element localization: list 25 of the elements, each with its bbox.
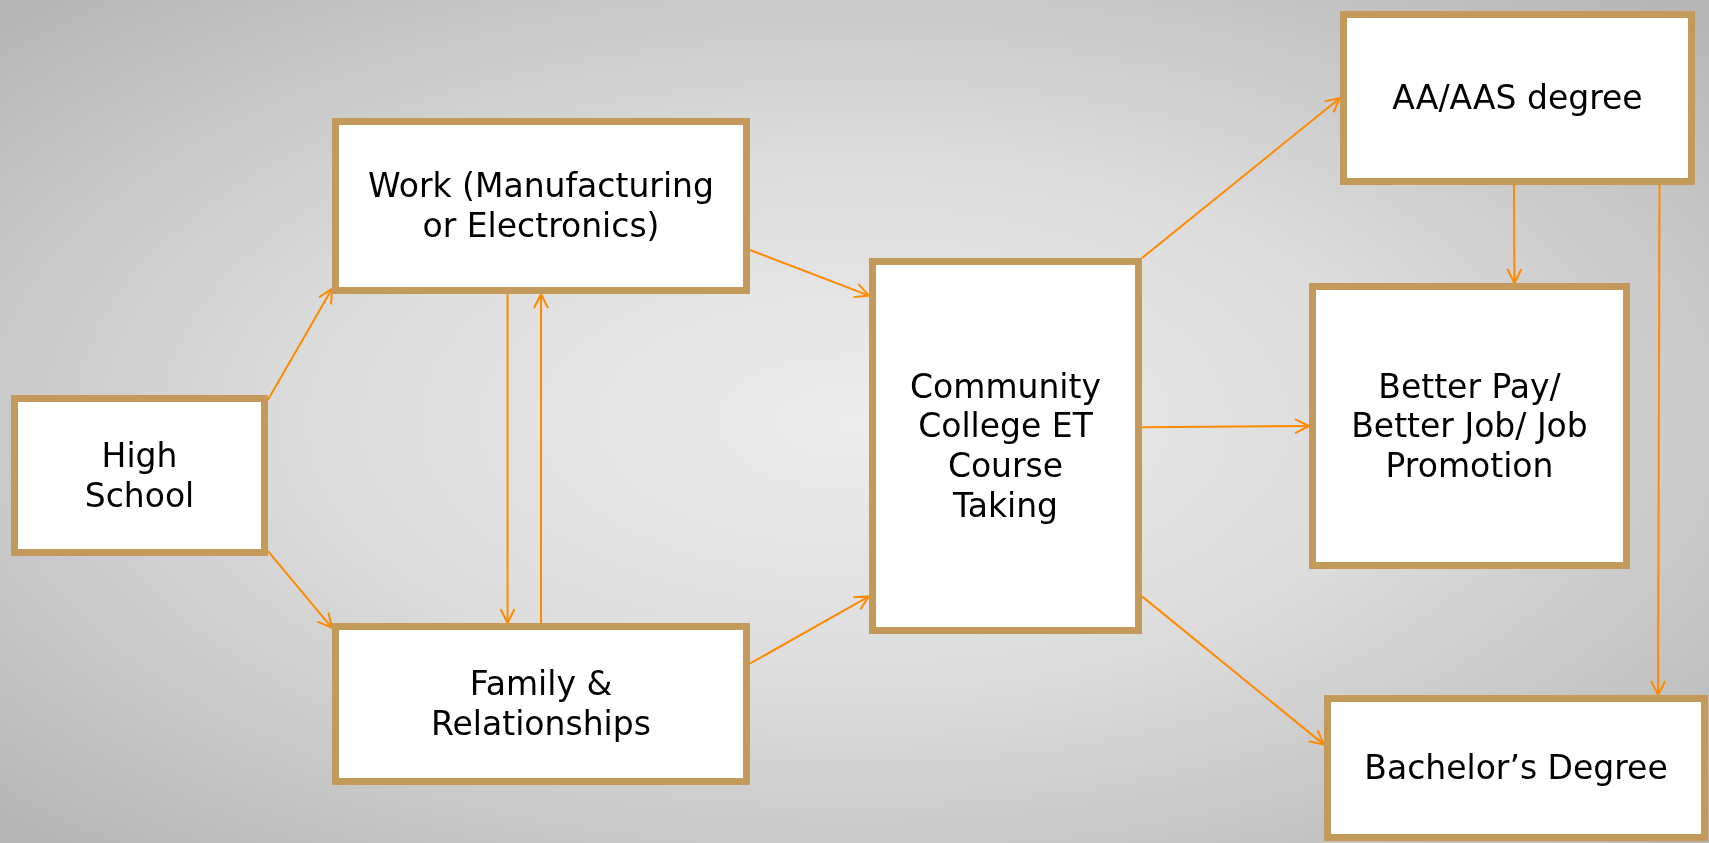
arrow [533, 293, 549, 624]
box-label: Bachelor’s Degree [1363, 748, 1669, 788]
process-box [332, 118, 750, 294]
arrow [1650, 184, 1667, 696]
box-label: High School [83, 435, 196, 516]
arrow [1141, 418, 1310, 435]
arrow [499, 293, 516, 624]
box-label: Family & Relationships [430, 664, 652, 744]
box-label: AA/AAS degree [1391, 78, 1644, 118]
arrow [267, 550, 333, 629]
process-box [11, 395, 268, 556]
box-label: Better Pay/ Better Job/ Job Promotion [1350, 366, 1589, 486]
arrow [1141, 97, 1341, 259]
process-box [869, 258, 1142, 634]
arrow [749, 595, 870, 665]
box-label: Community College ET Course Taking [909, 366, 1102, 526]
arrow [1141, 595, 1325, 746]
process-box [332, 623, 750, 785]
arrow [749, 249, 870, 299]
box-label: Work (Manufacturing or Electronics) [367, 166, 715, 246]
arrow [1506, 184, 1523, 284]
process-box [1340, 11, 1695, 185]
process-box [1324, 695, 1708, 841]
arrow [267, 287, 333, 401]
process-box [1309, 283, 1630, 569]
